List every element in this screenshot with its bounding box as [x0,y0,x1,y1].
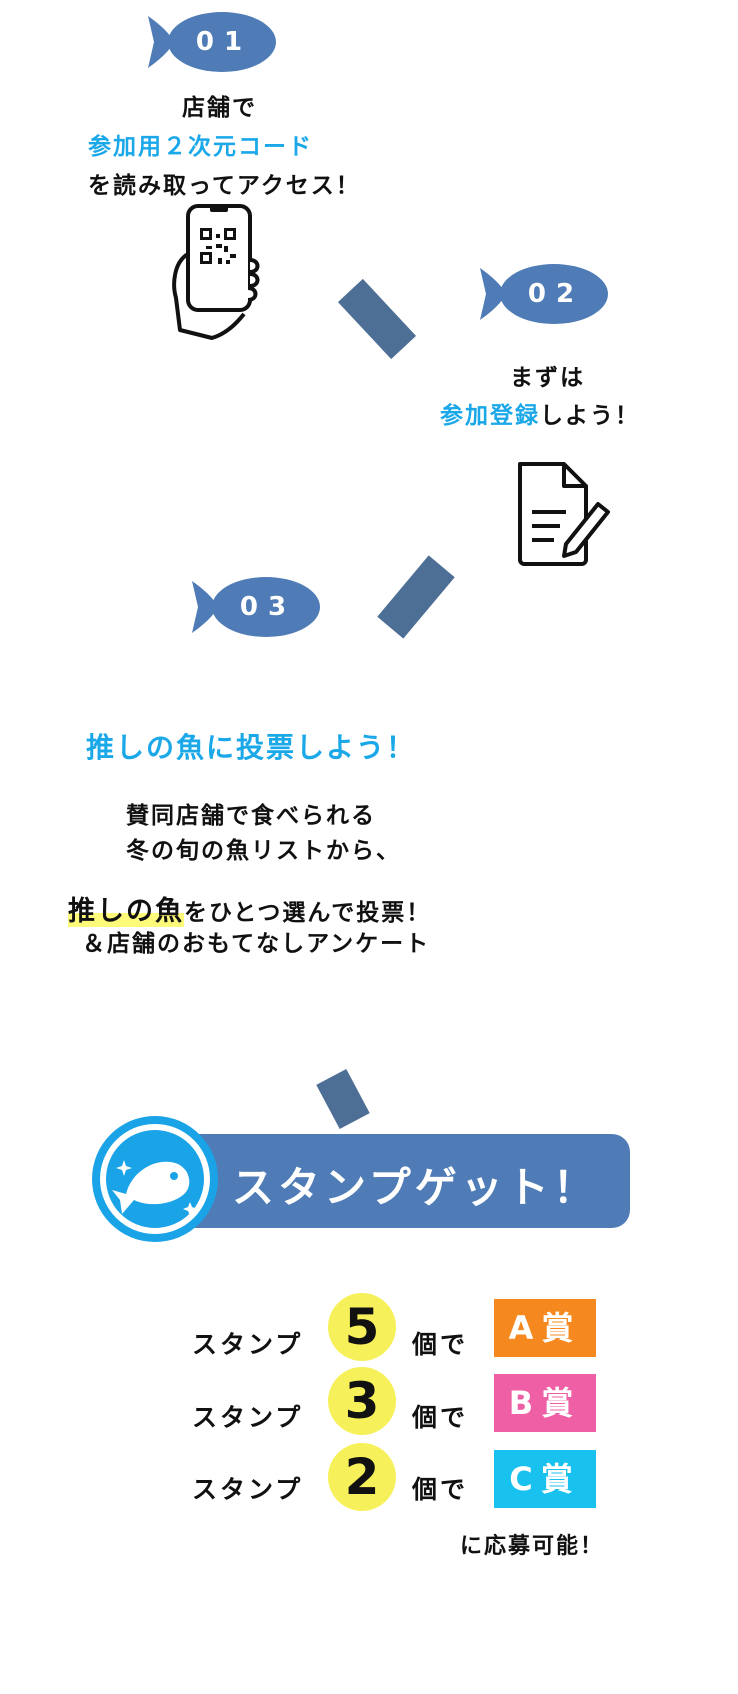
step-02-fish-badge: 02 [480,262,608,326]
step-02-line-1: まずは [510,365,585,391]
connector-2 [377,555,455,639]
step-01-line-2: 参加用２次元コード [88,134,313,160]
reward-c-suffix: 個で [412,1475,469,1504]
register-rest-text: しよう！ [540,403,640,429]
step-01-line-3: を読み取ってアクセス！ [88,173,361,199]
step-01-line-1: 店舗で [182,95,257,121]
step-03-survey-line: ＆店舗のおもてなしアンケート [82,931,431,957]
step-number: 01 [195,27,253,57]
reward-c-prize: C賞 [494,1450,596,1508]
connector-3 [316,1068,370,1130]
reward-a-suffix: 個で [412,1330,469,1359]
stamp-get-label: スタンプゲット！ [232,1163,599,1212]
reward-b-prize: B賞 [494,1374,596,1432]
apply-note: に応募可能！ [460,1534,605,1559]
step-number: 02 [527,279,585,309]
stamp-badge [92,1116,218,1242]
connector-1 [337,278,417,360]
fish-icon [192,577,320,637]
highlight-oshi-fish: 推しの魚 [68,896,184,927]
fish-icon [480,264,608,324]
stamp-get-banner [150,1134,630,1228]
reward-a-prefix: スタンプ [192,1330,304,1359]
reward-b-suffix: 個で [412,1403,469,1432]
fish-stamp-icon [112,1160,197,1216]
reward-b-prefix: スタンプ [192,1403,304,1432]
reward-b-count: 3 [328,1367,396,1435]
step-03-vote-line: 推しの魚をひとつ選んで投票！ [68,889,431,928]
reward-a-count: 5 [328,1293,396,1361]
reward-c-prefix: スタンプ [192,1475,304,1504]
document-edit-icon [518,462,610,566]
step-03-desc-1: 賛同店舗で食べられる [126,803,376,829]
step-03-title: 推しの魚に投票しよう！ [86,731,417,764]
step-01-fish-badge: 01 [148,10,276,74]
reward-a-prize: A賞 [494,1299,596,1357]
step-02-line-2: 参加登録しよう！ [440,396,640,430]
step-03-fish-badge: 03 [192,575,320,639]
phone-qr-icon [172,204,260,340]
vote-rest-text: をひとつ選んで投票！ [184,900,432,926]
reward-c-count: 2 [328,1443,396,1511]
step-03-desc-2: 冬の旬の魚リストから、 [126,838,401,864]
register-accent-text: 参加登録 [440,403,540,429]
step-number: 03 [239,592,297,622]
fish-icon [148,12,276,72]
